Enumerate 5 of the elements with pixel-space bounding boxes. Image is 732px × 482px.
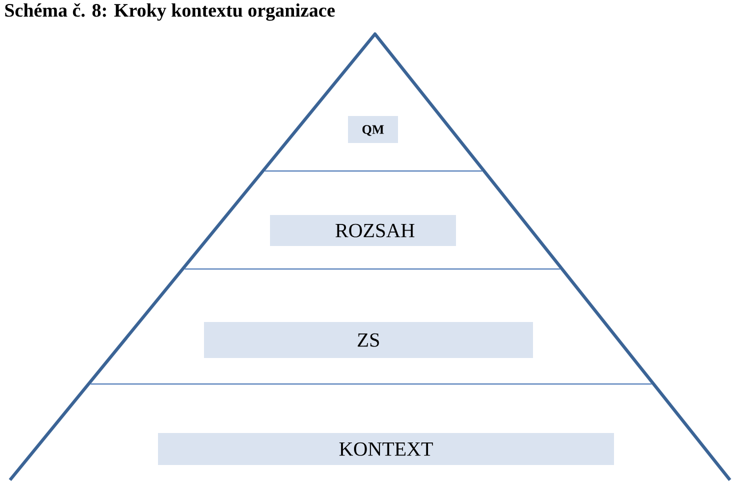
label-box: ROZSAH: [270, 215, 456, 246]
label-box: KONTEXT: [158, 432, 614, 465]
title: Schéma č. 8: Kroky kontextu organizace: [5, 3, 335, 21]
label-box: ZS: [204, 322, 533, 358]
label-box: QM: [348, 116, 398, 143]
